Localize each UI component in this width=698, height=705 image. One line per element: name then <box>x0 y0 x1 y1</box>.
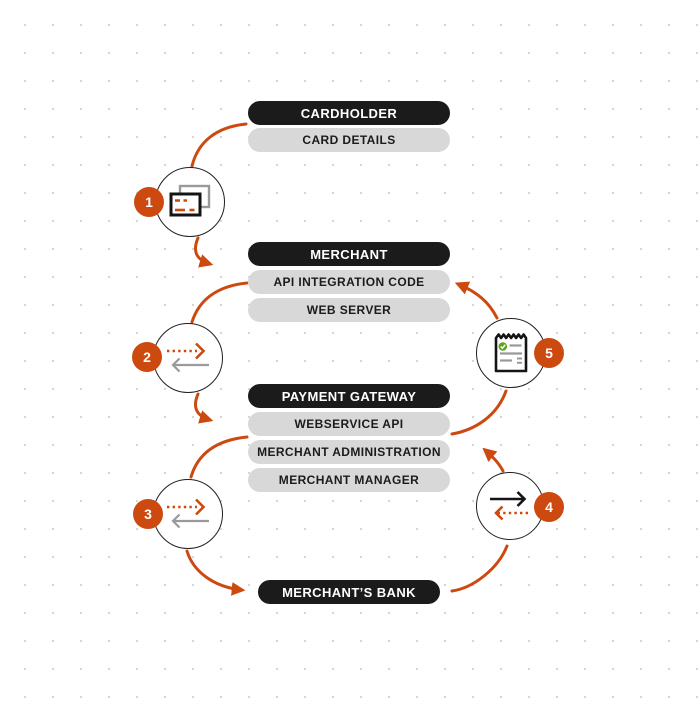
node-webservice-api: WEBSERVICE API <box>248 412 450 436</box>
arrow-gateway-to-step3 <box>189 435 249 479</box>
step4-badge: 4 <box>534 492 564 522</box>
arrow-step2-to-gateway <box>194 392 214 424</box>
node-merchant-manager: MERCHANT MANAGER <box>248 468 450 492</box>
arrow-merchant-to-step2 <box>190 281 249 324</box>
receipt-icon <box>494 333 527 373</box>
step3-circle <box>153 479 223 549</box>
send-return-arrows-icon <box>490 491 528 521</box>
arrow-cardholder-to-step1 <box>190 122 248 168</box>
node-card-details: CARD DETAILS <box>248 128 450 152</box>
node-merchant: MERCHANT <box>248 242 450 266</box>
step4-circle <box>476 472 544 540</box>
node-web-server: WEB SERVER <box>248 298 450 322</box>
exchange-arrows-icon <box>167 498 209 529</box>
step1-badge: 1 <box>134 187 164 217</box>
step2-badge: 2 <box>132 342 162 372</box>
node-api-integration-code: API INTEGRATION CODE <box>248 270 450 294</box>
node-cardholder: CARDHOLDER <box>248 101 450 125</box>
node-merchants-bank: MERCHANT’S BANK <box>258 580 440 604</box>
arrow-step4-to-webservice <box>482 447 505 473</box>
payment-cards-icon <box>169 184 211 217</box>
arrow-webservice-to-step5 <box>450 389 508 436</box>
arrow-step1-to-merchant <box>194 236 214 268</box>
step2-circle <box>153 323 223 393</box>
arrow-step5-to-apicode <box>454 281 499 320</box>
exchange-arrows-icon <box>167 342 209 373</box>
node-payment-gateway: PAYMENT GATEWAY <box>248 384 450 408</box>
arrow-bank-to-step4 <box>450 544 509 593</box>
node-merchant-administration: MERCHANT ADMINISTRATION <box>248 440 450 464</box>
step3-badge: 3 <box>133 499 163 529</box>
step5-badge: 5 <box>534 338 564 368</box>
step1-circle <box>155 167 225 237</box>
arrow-step3-to-bank <box>185 549 246 596</box>
